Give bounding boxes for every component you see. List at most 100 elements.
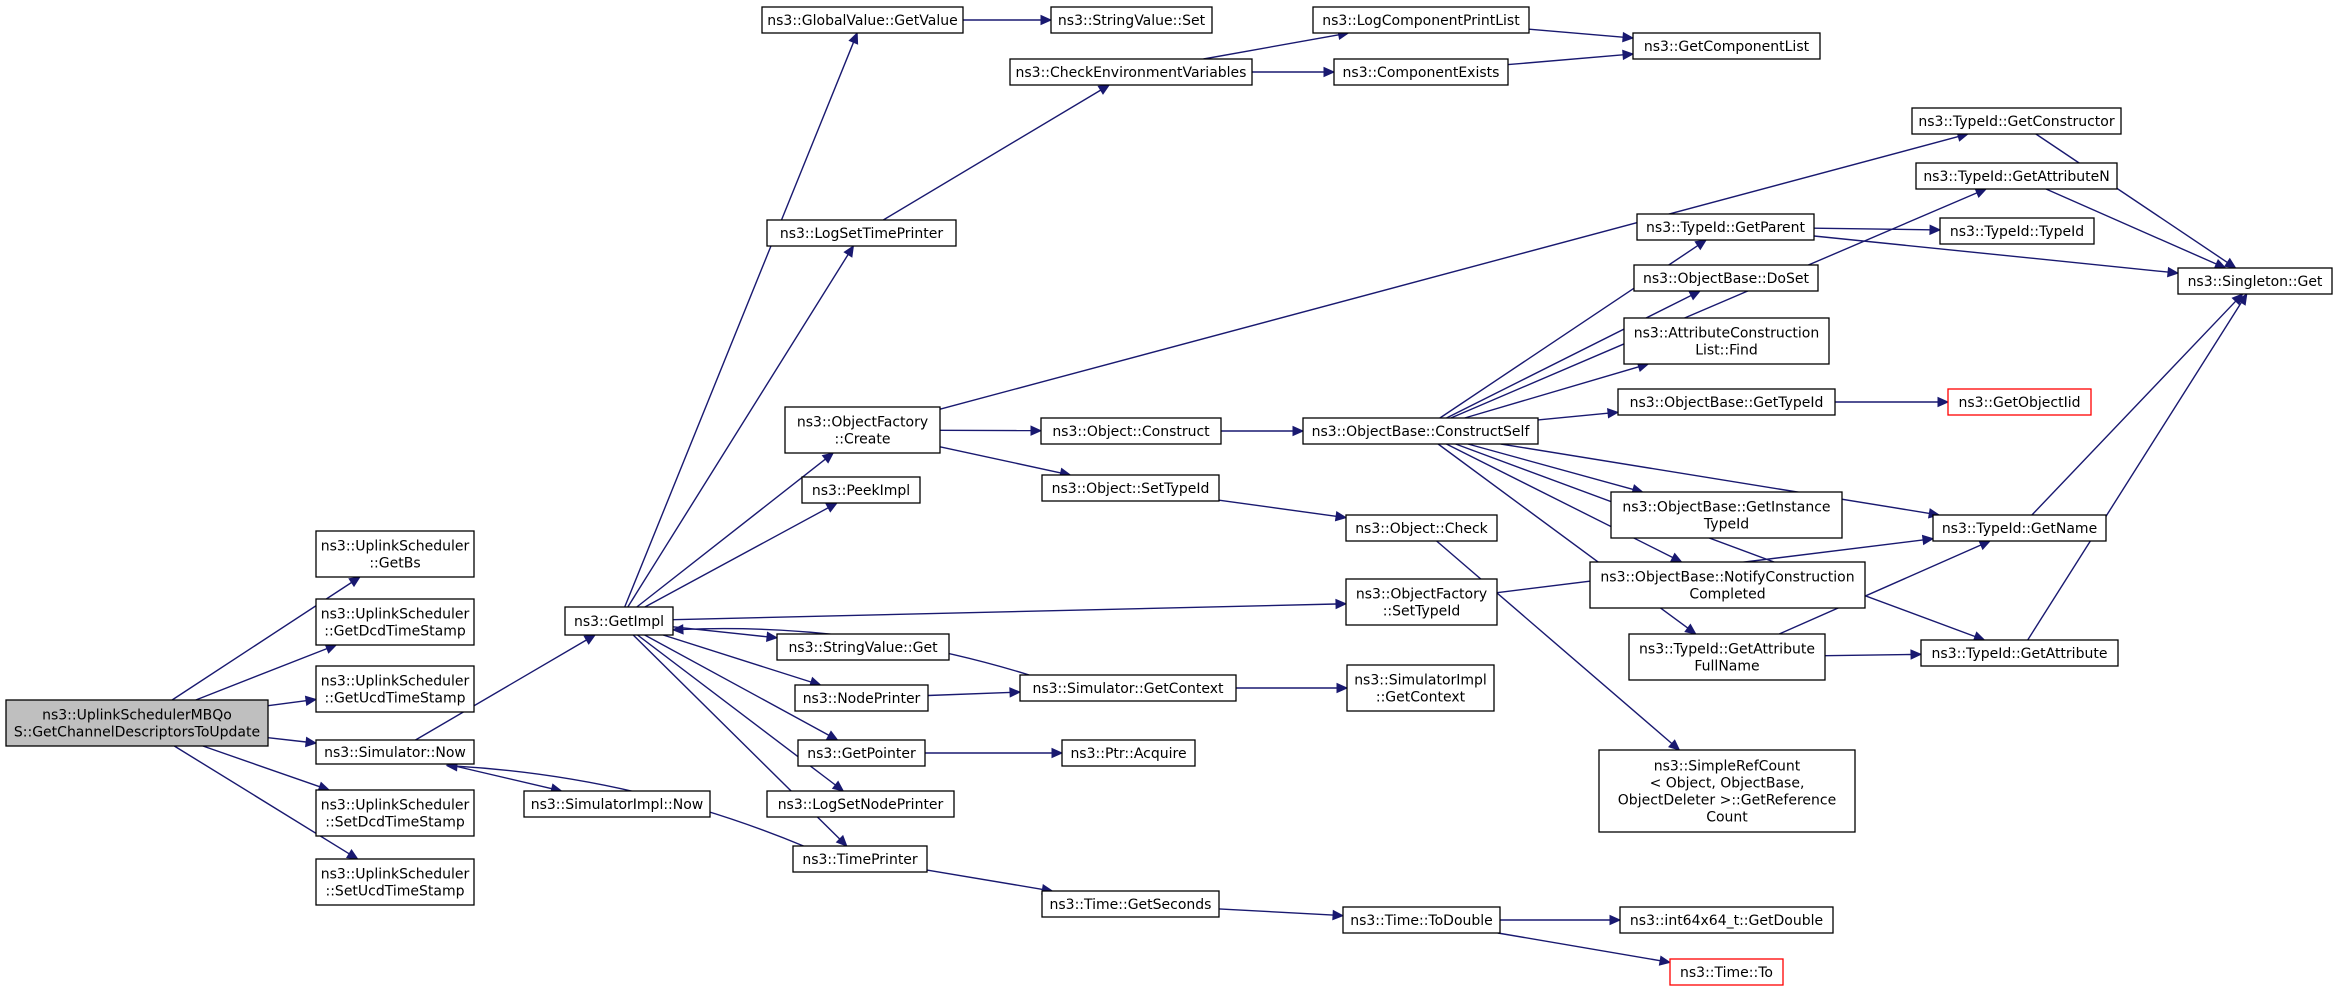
node-label-line: ns3::TypeId::GetAttribute [1932,646,2108,662]
node-label-line: ::GetBs [369,556,420,572]
node-root[interactable]: ns3::UplinkSchedulerMBQoS::GetChannelDes… [5,699,269,747]
node-box [5,699,269,747]
edge-root-to-simnow [267,737,307,743]
node-checkenv[interactable]: ns3::CheckEnvironmentVariables [1009,58,1253,86]
edge-obconstructself-to-tidgetattrn [1450,192,1978,419]
node-logsettp[interactable]: ns3::LogSetTimePrinter [766,219,957,247]
node-tidgetname[interactable]: ns3::TypeId::GetName [1932,514,2107,542]
node-getcomplist[interactable]: ns3::GetComponentList [1632,32,1821,60]
arrowhead-tidgetattrfull-to-tidgetattr [1910,649,1923,660]
node-box [776,633,950,661]
node-box [315,530,475,578]
node-label-line: ns3::Time::GetSeconds [1050,897,1212,913]
arrowhead-timetodouble-to-int64getdouble [1609,914,1622,926]
arrowhead-getpointer-to-ptracquire [1051,747,1064,759]
node-label-line: ns3::TypeId::TypeId [1950,224,2084,240]
node-label-line: ns3::AttributeConstruction [1634,326,1819,342]
node-getimpl[interactable]: ns3::GetImpl [564,606,674,636]
node-getpointer[interactable]: ns3::GetPointer [797,739,926,767]
node-simnow[interactable]: ns3::Simulator::Now [315,739,475,765]
node-box [564,606,674,636]
node-label-line: ns3::NodePrinter [803,691,921,707]
node-obconstructself[interactable]: ns3::ObjectBase::ConstructSelf [1302,417,1539,445]
node-label-line: ns3::UplinkScheduler [321,607,470,623]
node-ptracquire[interactable]: ns3::Ptr::Acquire [1061,739,1196,767]
node-label-line: ns3::SimulatorImpl [1354,673,1487,689]
node-simplerefcount[interactable]: ns3::SimpleRefCount< Object, ObjectBase,… [1598,749,1856,833]
node-ofcreate[interactable]: ns3::ObjectFactory::Create [784,406,941,454]
node-label-line: ns3::Ptr::Acquire [1070,746,1186,762]
node-label-line: ns3::SimpleRefCount [1654,759,1801,775]
node-timetodouble[interactable]: ns3::Time::ToDouble [1342,906,1501,934]
node-label-line: ns3::StringValue::Get [788,640,938,656]
arrowhead-objcheck-to-simplerefcount [1668,739,1681,751]
node-box [1041,890,1220,918]
node-simimplgetctx[interactable]: ns3::SimulatorImpl::GetContext [1346,664,1495,712]
node-getbs[interactable]: ns3::UplinkScheduler::GetBs [315,530,475,578]
node-simgetctx[interactable]: ns3::Simulator::GetContext [1019,674,1237,702]
arrowhead-obconstructself-to-tidgetattrfull [1684,623,1697,635]
node-getucd[interactable]: ns3::UplinkScheduler::GetUcdTimeStamp [315,665,475,713]
node-box [1346,664,1495,712]
node-box [315,789,475,837]
node-tidtypeid[interactable]: ns3::TypeId::TypeId [1939,217,2095,245]
node-ofsettid[interactable]: ns3::ObjectFactory::SetTypeId [1345,578,1498,626]
node-box [1598,749,1856,833]
node-logprint[interactable]: ns3::LogComponentPrintList [1312,6,1530,34]
node-setucd[interactable]: ns3::UplinkScheduler::SetUcdTimeStamp [315,858,475,906]
node-tidgetattrn[interactable]: ns3::TypeId::GetAttributeN [1915,162,2118,190]
node-tidgetparent[interactable]: ns3::TypeId::GetParent [1636,213,1815,241]
node-label-line: ns3::UplinkScheduler [321,674,470,690]
edge-tidgetname-to-singletonget [2031,300,2237,516]
edge-timegetsec-to-timetodouble [1218,908,1334,916]
node-strget[interactable]: ns3::StringValue::Get [776,633,950,661]
node-box [797,739,926,767]
node-timeto[interactable]: ns3::Time::To [1669,958,1784,986]
nodes-layer: ns3::UplinkSchedulerMBQoS::GetChannelDes… [5,6,2333,986]
edge-objsettid-to-objcheck [1218,499,1337,517]
node-tidgetattr[interactable]: ns3::TypeId::GetAttribute [1920,639,2119,667]
node-obnotify[interactable]: ns3::ObjectBase::NotifyConstructionCompl… [1589,561,1866,609]
node-strset[interactable]: ns3::StringValue::Set [1050,6,1213,34]
node-getobjectiid[interactable]: ns3::GetObjectIid [1947,388,2092,416]
node-label-line: ns3::ComponentExists [1343,65,1500,81]
node-setdcd[interactable]: ns3::UplinkScheduler::SetDcdTimeStamp [315,789,475,837]
node-peekimpl[interactable]: ns3::PeekImpl [801,476,921,504]
node-tidgetctor[interactable]: ns3::TypeId::GetConstructor [1911,107,2122,135]
node-label-line: ns3::TypeId::GetAttribute [1639,642,1815,658]
node-compexists[interactable]: ns3::ComponentExists [1333,58,1509,86]
node-label-line: ns3::UplinkScheduler [321,798,470,814]
arrowhead-objconstruct-to-obconstructself [1292,425,1305,437]
edge-tidgetctor-to-singletonget [2035,133,2228,263]
arrowhead-logsettp-to-checkenv [1097,84,1111,95]
node-nodeprinter[interactable]: ns3::NodePrinter [794,684,929,712]
node-int64getdouble[interactable]: ns3::int64x64_t::GetDouble [1619,906,1834,934]
node-gvget[interactable]: ns3::GlobalValue::GetValue [761,6,964,34]
arrowhead-timegetsec-to-timetodouble [1332,909,1345,921]
node-objconstruct[interactable]: ns3::Object::Construct [1040,417,1222,445]
node-simimplnow[interactable]: ns3::SimulatorImpl::Now [523,790,711,818]
node-timeprinter[interactable]: ns3::TimePrinter [792,845,928,873]
arrowhead-root-to-getdcd [324,643,338,654]
node-label-line: ns3::GetComponentList [1644,39,1810,55]
arrowhead-compexists-to-getcomplist [1622,49,1635,61]
arrowhead-getimpl-to-strget [766,631,779,643]
arrowhead-tidgetparent-to-tidtypeid [1929,224,1942,236]
node-objcheck[interactable]: ns3::Object::Check [1345,514,1498,542]
node-label-line: ns3::SimulatorImpl::Now [531,797,704,813]
arrowhead-ofsettid-to-tidgetname [1921,534,1935,546]
node-timegetsec[interactable]: ns3::Time::GetSeconds [1041,890,1220,918]
node-obdoset[interactable]: ns3::ObjectBase::DoSet [1633,264,1819,292]
node-singletonget[interactable]: ns3::Singleton::Get [2177,267,2333,295]
node-logsetnp[interactable]: ns3::LogSetNodePrinter [766,790,955,818]
node-label-line: Count [1706,810,1748,826]
node-objsettid[interactable]: ns3::Object::SetTypeId [1041,474,1220,502]
node-getdcd[interactable]: ns3::UplinkScheduler::GetDcdTimeStamp [315,598,475,646]
node-obgettid[interactable]: ns3::ObjectBase::GetTypeId [1617,388,1836,416]
node-box [1619,906,1834,934]
node-label-line: ns3::int64x64_t::GetDouble [1630,913,1823,929]
